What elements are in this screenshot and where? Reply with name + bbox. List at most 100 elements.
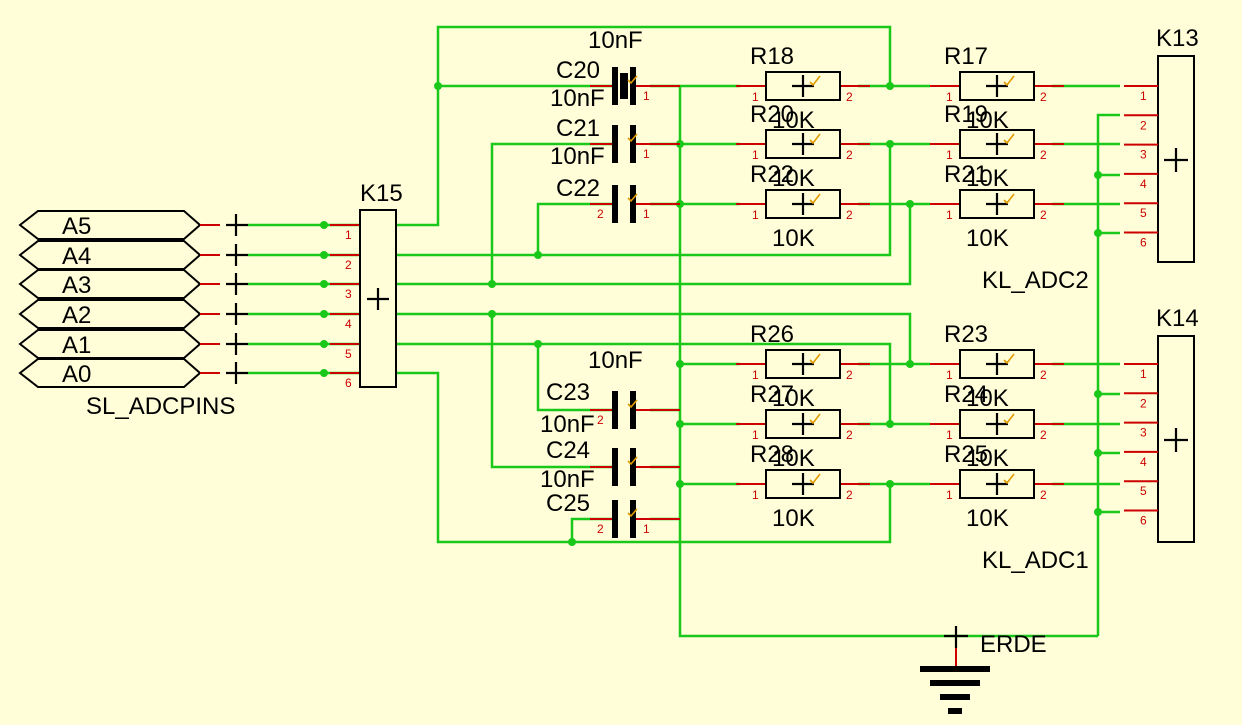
check-icon [1003, 473, 1015, 485]
check-icon [1003, 353, 1015, 365]
junction [320, 280, 328, 288]
pin-number: 2 [1140, 396, 1147, 410]
pin-number: 2 [597, 413, 604, 427]
check-icon [1003, 75, 1015, 87]
pin-number: 1 [752, 148, 759, 162]
plus-icon [792, 75, 814, 97]
capacitor-c24[interactable]: 10nF C24 [540, 411, 680, 486]
pin-number: 2 [345, 258, 352, 272]
signal-port-a1[interactable]: A1 [18, 329, 248, 359]
pin-number: 2 [1140, 118, 1147, 132]
pin-number: 2 [846, 208, 853, 222]
signal-port-a0[interactable]: A0 [18, 358, 248, 388]
capacitor-c23[interactable]: 10nF C23 2 [546, 347, 680, 429]
component-value: 10K [966, 505, 1009, 532]
junction [488, 280, 496, 288]
header-k15[interactable]: K15 1 2 3 4 5 6 [330, 180, 403, 390]
plus-icon [986, 193, 1008, 215]
ground-symbol[interactable]: ERDE [920, 626, 1047, 714]
component-value: 10nF [588, 27, 643, 54]
pin-number: 6 [1140, 514, 1147, 528]
junction [1094, 449, 1102, 457]
input-connector[interactable]: A5 A4 A3 A2 A1 [18, 210, 248, 420]
component-ref: R25 [944, 441, 988, 468]
pin-number: 2 [1040, 148, 1047, 162]
wire-ground-rail [1096, 113, 1120, 636]
junction [676, 480, 684, 488]
capacitor-c21[interactable]: 10nF C21 1 [550, 85, 680, 163]
pin-number: 2 [846, 90, 853, 104]
signal-port-a5[interactable]: A5 [18, 210, 248, 240]
pin-number: 2 [1040, 488, 1047, 502]
connector-name: SL_ADCPINS [86, 393, 235, 420]
pin-number: 2 [846, 368, 853, 382]
junction [886, 480, 894, 488]
junction [434, 82, 442, 90]
component-value: 10K [966, 445, 1009, 472]
plus-icon [986, 133, 1008, 155]
plus-icon [792, 133, 814, 155]
wire-net-a5 [396, 25, 892, 227]
signal-label: A1 [62, 332, 91, 359]
component-ref: R26 [750, 321, 794, 348]
capacitor-c25[interactable]: 10nF C25 2 1 [540, 466, 680, 538]
junction [320, 221, 328, 229]
pin-number: 2 [846, 488, 853, 502]
component-ref: C21 [556, 115, 600, 142]
component-ref: R20 [750, 101, 794, 128]
capacitor-c22[interactable]: 10nF C22 2 1 [550, 143, 680, 223]
pin-number: 1 [946, 90, 953, 104]
junction [1094, 171, 1102, 179]
component-ref: C25 [546, 490, 590, 517]
component-ref: K15 [360, 180, 403, 207]
pin-number: 3 [345, 287, 352, 301]
wire-net-a4 [396, 144, 892, 257]
component-value: KL_ADC1 [982, 547, 1089, 574]
ground-label: ERDE [980, 631, 1047, 658]
pin-number: 1 [643, 89, 650, 103]
component-value: 10K [966, 225, 1009, 252]
pin-number: 2 [846, 428, 853, 442]
component-ref: R21 [944, 161, 988, 188]
component-value: 10K [772, 225, 815, 252]
junction [568, 538, 576, 546]
signal-port-a2[interactable]: A2 [18, 299, 248, 329]
pin-number: 2 [1040, 90, 1047, 104]
wire-net-a1 [396, 342, 892, 424]
junction [676, 420, 684, 428]
pin-number: 4 [1140, 177, 1147, 191]
capacitor-c20[interactable]: 10nF C20 1 [556, 27, 680, 105]
pin-number: 1 [752, 428, 759, 442]
pin-number: 2 [597, 522, 604, 536]
signal-port-a3[interactable]: A3 [18, 269, 248, 299]
junction [886, 82, 894, 90]
pin-number: 6 [345, 376, 352, 390]
pin-number: 1 [946, 208, 953, 222]
signal-label: A4 [62, 243, 91, 270]
pin-number: 1 [345, 228, 352, 242]
component-ref: R19 [944, 101, 988, 128]
component-ref: C22 [556, 175, 600, 202]
junction [1094, 229, 1102, 237]
signal-port-a4[interactable]: A4 [18, 240, 248, 270]
pin-number: 1 [1140, 367, 1147, 381]
check-icon [809, 353, 821, 365]
wire-a1-c23 [536, 344, 614, 412]
component-ref: C20 [556, 57, 600, 84]
junction [886, 420, 894, 428]
signal-label: A0 [62, 361, 91, 388]
